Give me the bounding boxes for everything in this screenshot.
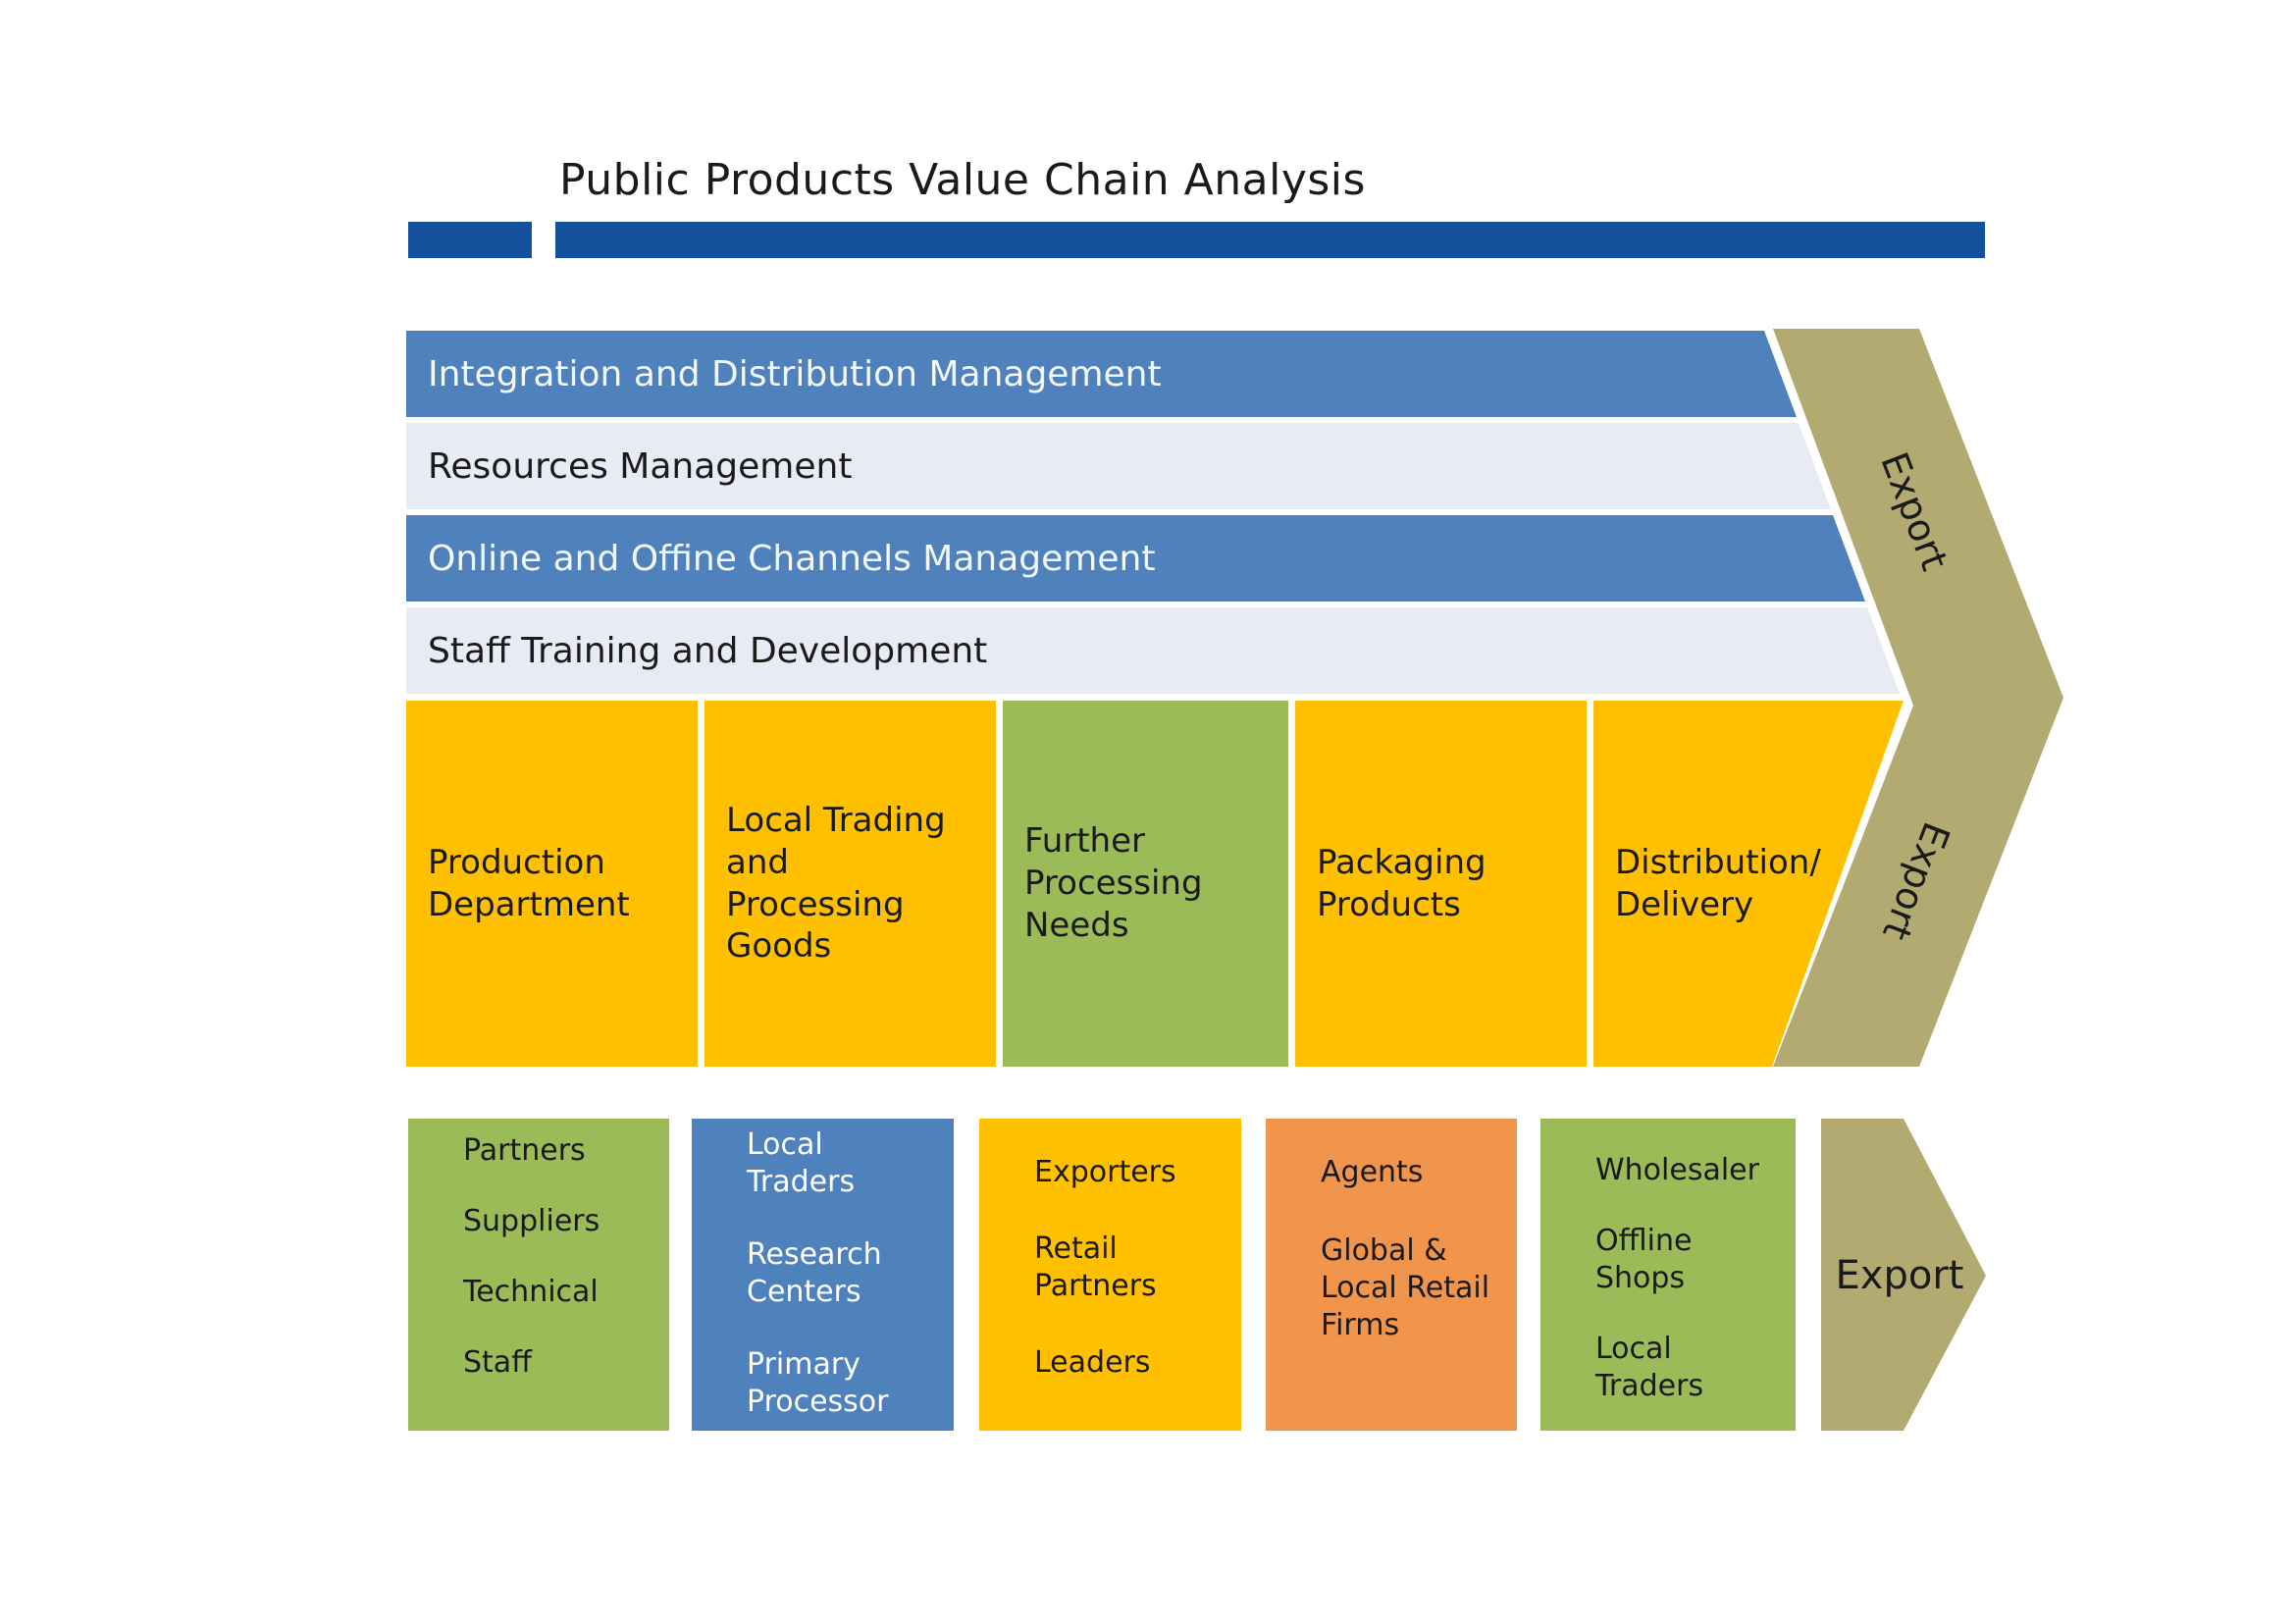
actor-item: Suppliers [463, 1204, 600, 1239]
actor-item: Wholesaler [1595, 1153, 1759, 1187]
chain-step-further-processing: Further Processing Needs [1003, 701, 1288, 1067]
actor-item: Retail Partners [1034, 1231, 1157, 1304]
actor-item: Leaders [1034, 1345, 1151, 1381]
actor-box-agents: Agents Global & Local Retail Firms [1266, 1119, 1517, 1431]
chain-step-local-trading: Local Trading and Processing Goods [704, 701, 996, 1067]
chain-step-production: Production Department [406, 701, 698, 1067]
title-accent-square [408, 222, 532, 258]
slide-title: Public Products Value Chain Analysis [559, 155, 1366, 205]
support-band-channels: Online and Offine Channels Management [406, 515, 1865, 602]
title-accent-bar [555, 222, 1985, 258]
actor-box-exporters: Exporters Retail Partners Leaders [979, 1119, 1241, 1431]
actor-item: Partners [463, 1133, 586, 1168]
actor-item: Agents [1321, 1155, 1424, 1189]
actor-item: Local Traders [1595, 1332, 1704, 1404]
actor-item: Technical [463, 1275, 599, 1310]
actor-item: Exporters [1034, 1155, 1176, 1189]
actor-item: Local Traders [747, 1127, 856, 1200]
actor-box-wholesaler: Wholesaler Offline Shops Local Traders [1540, 1119, 1796, 1431]
support-band-training: Staff Training and Development [406, 607, 1900, 694]
actor-item: Staff [463, 1345, 532, 1381]
support-band-resources: Resources Management [406, 423, 1831, 509]
actor-box-local-traders: Local Traders Research Centers Primary P… [692, 1119, 954, 1431]
actor-item: Global & Local Retail Firms [1321, 1233, 1490, 1343]
support-band-integration: Integration and Distribution Management [406, 331, 1797, 417]
actor-item: Research Centers [747, 1237, 882, 1310]
actor-box-partners: Partners Suppliers Technical Staff [408, 1119, 669, 1431]
actor-item: Primary Processor [747, 1347, 889, 1420]
chain-step-packaging: Packaging Products [1295, 701, 1587, 1067]
export-chevron-big [1773, 329, 2063, 1067]
actor-item: Offline Shops [1595, 1224, 1693, 1296]
export-label-bottom: Export [1835, 1253, 1964, 1298]
